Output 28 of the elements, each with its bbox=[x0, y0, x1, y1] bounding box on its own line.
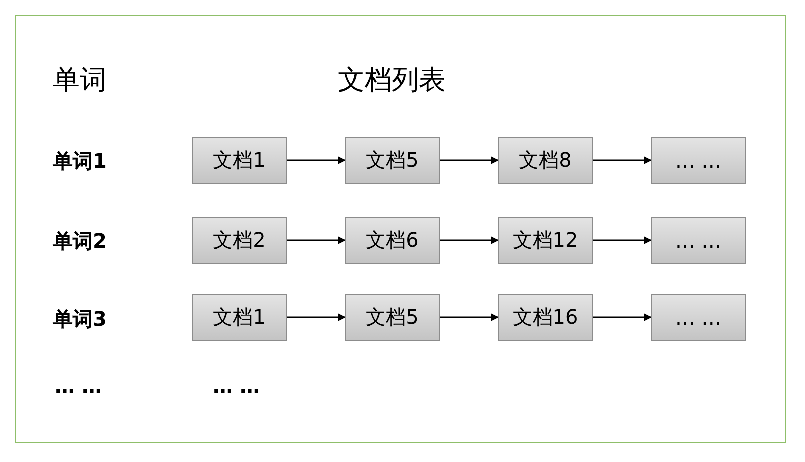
arrow bbox=[593, 156, 652, 164]
document-box: 文档1 bbox=[192, 137, 287, 184]
column-heading: 单词 bbox=[53, 64, 107, 98]
document-box: 文档5 bbox=[345, 137, 440, 184]
document-box: 文档8 bbox=[498, 137, 593, 184]
row-label: 单词1 bbox=[53, 148, 107, 175]
ellipsis-text: … … bbox=[213, 374, 260, 398]
arrow bbox=[287, 156, 346, 164]
document-box: … … bbox=[651, 137, 746, 184]
document-box: 文档6 bbox=[345, 217, 440, 264]
ellipsis-text: … … bbox=[55, 374, 102, 398]
arrow bbox=[593, 314, 652, 322]
arrow bbox=[287, 236, 346, 244]
document-box: 文档5 bbox=[345, 294, 440, 341]
document-box: … … bbox=[651, 217, 746, 264]
row-label: 单词2 bbox=[53, 228, 107, 255]
arrow bbox=[440, 156, 499, 164]
arrow bbox=[440, 314, 499, 322]
arrow bbox=[440, 236, 499, 244]
document-box: 文档12 bbox=[498, 217, 593, 264]
row-label: 单词3 bbox=[53, 306, 107, 333]
column-heading: 文档列表 bbox=[338, 64, 446, 98]
document-box: 文档1 bbox=[192, 294, 287, 341]
document-box: 文档2 bbox=[192, 217, 287, 264]
document-box: … … bbox=[651, 294, 746, 341]
arrow bbox=[287, 314, 346, 322]
document-box: 文档16 bbox=[498, 294, 593, 341]
arrow bbox=[593, 236, 652, 244]
